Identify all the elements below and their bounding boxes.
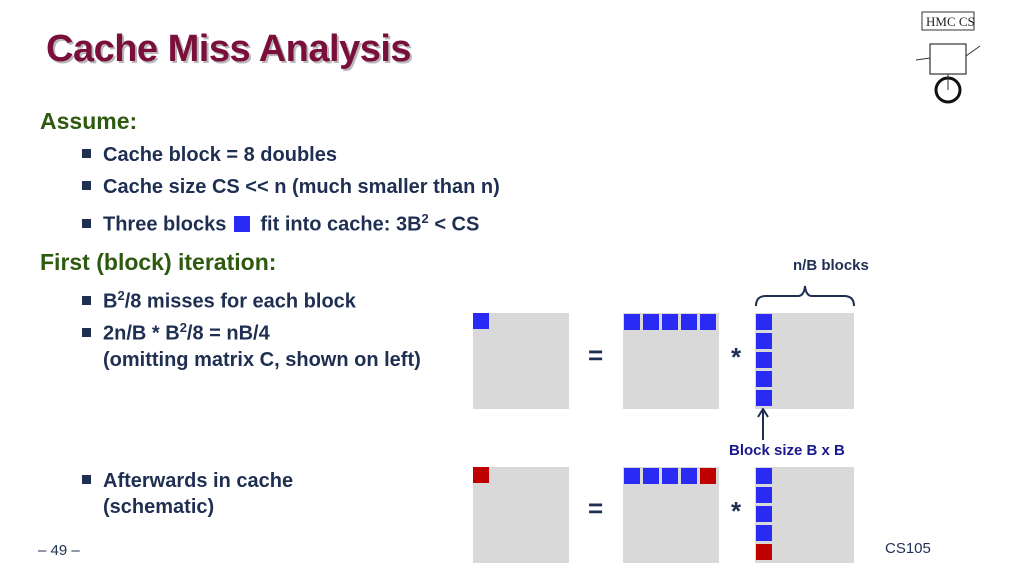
svg-text:HMC CS: HMC CS [926,14,975,29]
b-block [756,506,772,522]
matrix-c-top [473,313,569,409]
c-block-top [473,313,489,329]
first-iteration-heading: First (block) iteration: [40,249,277,275]
bullet-icon [82,149,91,158]
b-block-cached [756,544,772,560]
multiply-sign-top: * [731,342,742,372]
a-block [662,468,678,484]
assume-heading: Assume: [40,108,138,134]
bullet-afterwards: Afterwards in cache(schematic) [82,468,293,520]
b-block [756,390,772,406]
nb-blocks-label: n/B blocks [793,257,869,274]
bullet-cache-block: Cache block = 8 doubles [82,142,337,168]
hmc-cs-logo: HMC CS [915,11,981,104]
multiply-sign-bottom: * [731,496,742,526]
a-block [681,468,697,484]
b-block [756,314,772,330]
bullet-icon [82,181,91,190]
a-block [662,314,678,330]
a-block [643,314,659,330]
equals-sign-bottom: = [588,493,604,523]
arrow-up-icon [757,408,769,440]
c-block-bottom-cached [473,467,489,483]
equals-sign-top: = [588,340,604,370]
bullet-icon [82,295,91,305]
block-size-label: Block size B x B [729,442,845,459]
bullet-icon [82,475,91,484]
b-block [756,352,772,368]
bullet-icon [82,327,91,337]
bullet-misses: B2/8 misses for each block [82,283,356,315]
a-block-cached [700,468,716,484]
a-block [681,314,697,330]
a-block [624,468,640,484]
a-block [700,314,716,330]
bullet-icon [82,218,91,228]
page-number: – 49 – [38,542,80,559]
brace-icon [755,285,855,307]
b-block [756,371,772,387]
page-title: Cache Miss Analysis [46,28,412,70]
b-block [756,333,772,349]
course-label: CS105 [885,540,931,557]
bullet-cache-size: Cache size CS << n (much smaller than n) [82,174,500,200]
a-block [643,468,659,484]
b-block [756,468,772,484]
b-block [756,487,772,503]
a-block [624,314,640,330]
b-block [756,525,772,541]
matrix-c-bottom [473,467,569,563]
bullet-total-misses: 2n/B * B2/8 = nB/4(omitting matrix C, sh… [82,315,421,373]
block-icon [234,215,251,232]
